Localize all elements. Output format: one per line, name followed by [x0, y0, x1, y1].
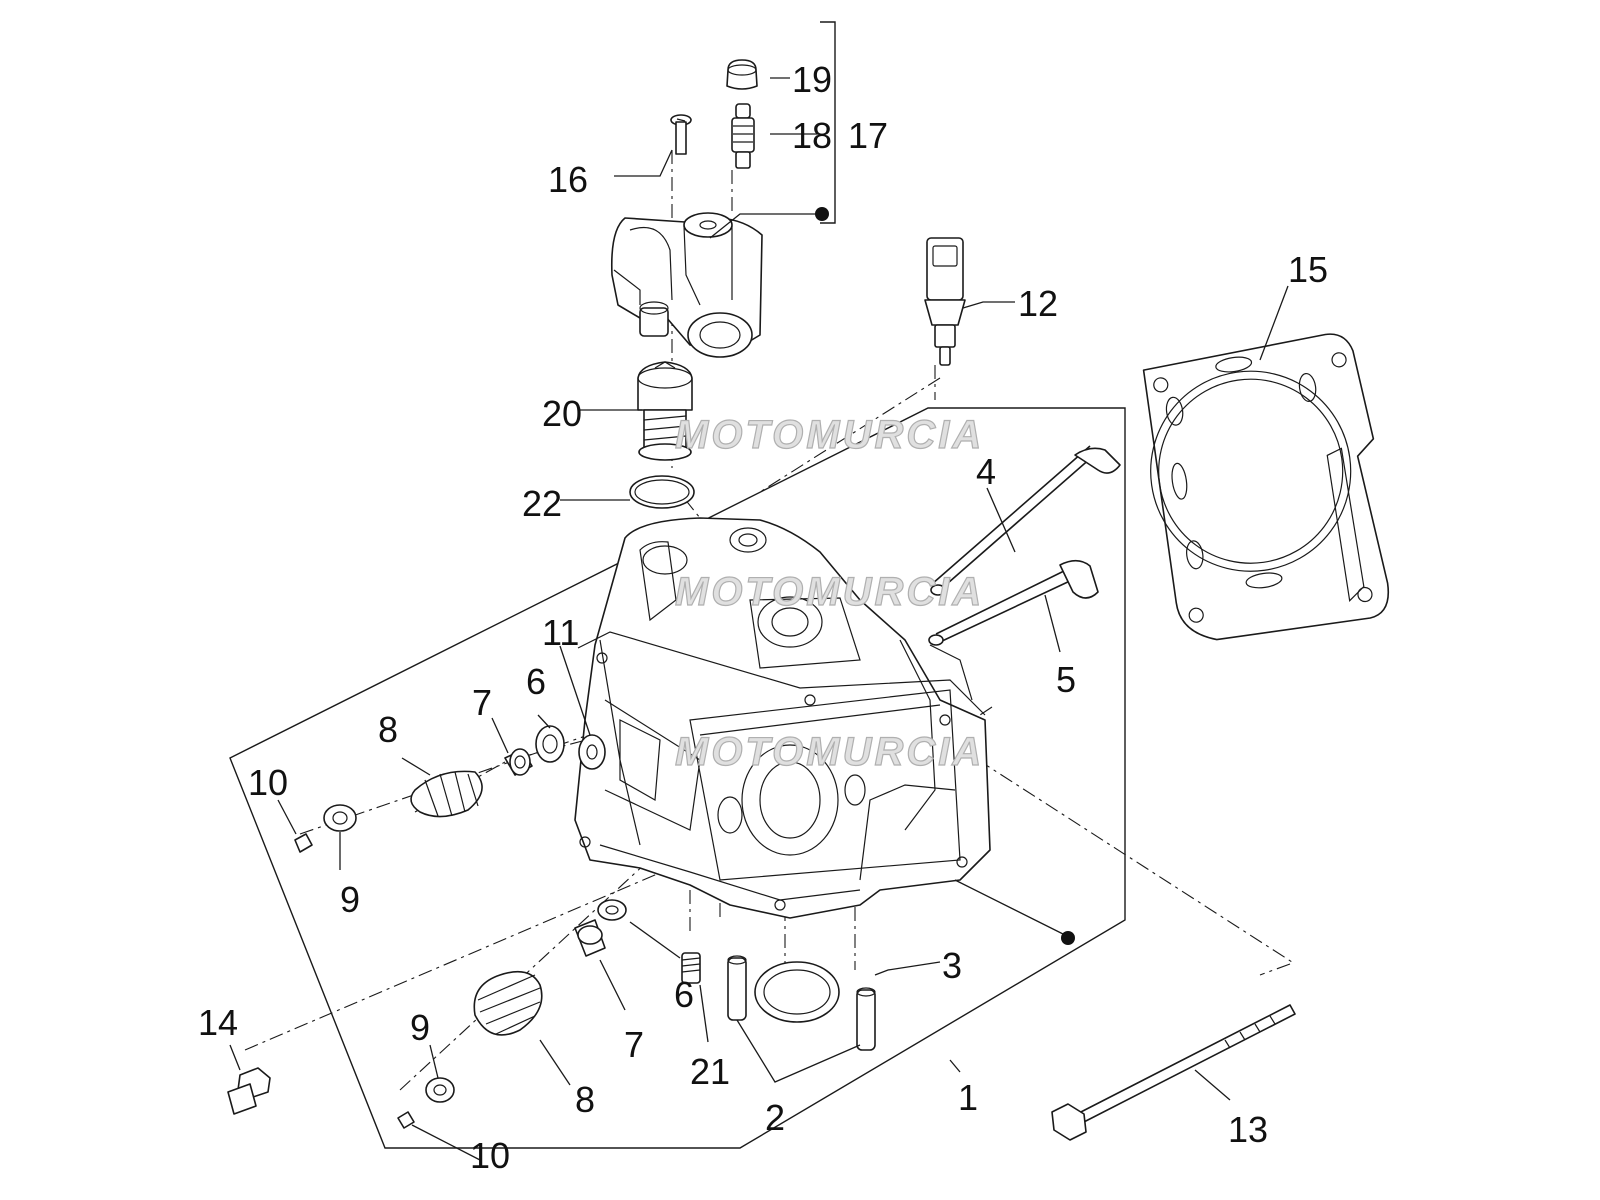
head-gasket-15	[1142, 333, 1390, 641]
callout-12: 12	[1018, 283, 1058, 324]
bolt-13	[1051, 1004, 1296, 1141]
callout-17: 17	[848, 115, 888, 156]
watermark-text: MOTOMURCIA	[675, 413, 984, 457]
valve-spring-8-upper	[410, 770, 483, 818]
valve-cotter-10-upper	[294, 833, 313, 853]
callout-14: 14	[198, 1002, 238, 1043]
valve-5	[928, 559, 1099, 646]
cylinder-head-assembly-frame	[229, 407, 1126, 1149]
temperature-sensor-12	[924, 237, 966, 366]
callout-2: 2	[765, 1097, 785, 1138]
callout-5: 5	[1056, 659, 1076, 700]
callout-11: 11	[542, 612, 579, 653]
cap-19	[726, 59, 758, 90]
sealing-ring-3	[754, 961, 840, 1023]
dowel-pin-2-left	[727, 955, 747, 1021]
screw-16	[670, 114, 692, 155]
thermostat-20	[637, 361, 693, 461]
callout-19: 19	[792, 59, 832, 100]
o-ring-22	[629, 475, 695, 509]
valve-cup-7-lower	[574, 919, 606, 957]
valve-cotter-10-lower	[397, 1111, 415, 1129]
reference-dot-lower	[1061, 931, 1075, 945]
callout-22: 22	[522, 483, 562, 524]
callout-1: 1	[958, 1077, 978, 1118]
callout-18: 18	[792, 115, 832, 156]
callout-9-lower: 9	[410, 1007, 430, 1048]
callout-9-upper: 9	[340, 879, 360, 920]
callout-10-upper: 10	[248, 762, 288, 803]
stud-21	[681, 952, 701, 984]
callout-7-lower: 7	[624, 1024, 644, 1065]
washer-11	[578, 734, 606, 770]
watermarks: MOTOMURCIA MOTOMURCIA MOTOMURCIA	[674, 412, 984, 774]
spring-retainer-9-lower	[425, 1077, 455, 1103]
spring-retainer-9-upper	[323, 804, 357, 832]
callout-labels: 1 2 3 4 5 6 6 7 7 8 8 9 9 10 10 11 12 13…	[198, 59, 1328, 1176]
watermark-text: MOTOMURCIA	[675, 730, 984, 774]
plug-14	[227, 1067, 271, 1115]
thermostat-group-bracket	[820, 21, 836, 224]
valve-seal-6-upper	[535, 725, 565, 763]
valve-cup-7-upper	[504, 748, 533, 776]
reference-dot-upper	[815, 207, 829, 221]
callout-4: 4	[976, 451, 996, 492]
callout-10-lower: 10	[470, 1135, 510, 1176]
callout-3: 3	[942, 945, 962, 986]
callout-8-upper: 8	[378, 709, 398, 750]
leader-lines	[229, 77, 1289, 1161]
valve-seal-6-lower	[597, 899, 627, 921]
callout-21: 21	[690, 1051, 730, 1092]
callout-15: 15	[1288, 249, 1328, 290]
callout-20: 20	[542, 393, 582, 434]
callout-8-lower: 8	[575, 1079, 595, 1120]
dowel-pin-2-right	[856, 987, 876, 1051]
thermostat-housing	[610, 212, 763, 358]
callout-6-lower: 6	[674, 974, 694, 1015]
callout-6-upper: 6	[526, 661, 546, 702]
cylinder-head-1	[574, 517, 991, 919]
callout-16: 16	[548, 159, 588, 200]
valve-4	[930, 445, 1121, 596]
callout-13: 13	[1228, 1109, 1268, 1150]
bleed-screw-18	[731, 103, 755, 169]
watermark-text: MOTOMURCIA	[675, 570, 984, 614]
valve-spring-8-lower	[473, 970, 543, 1036]
callout-7-upper: 7	[472, 682, 492, 723]
